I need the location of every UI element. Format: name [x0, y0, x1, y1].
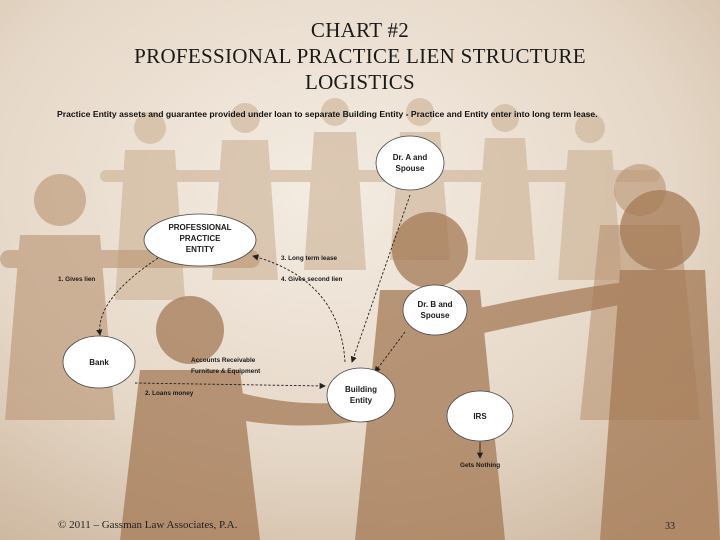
edge-dr-b-to-building	[374, 331, 406, 373]
node-dr-b: Dr. B and Spouse	[402, 284, 468, 336]
node-dr-b-line-1: Dr. B and	[417, 300, 452, 309]
node-building-line-1: Building	[345, 385, 377, 394]
label-gets-nothing: Gets Nothing	[460, 462, 500, 469]
node-irs-label: IRS	[473, 412, 487, 421]
node-dr-a: Dr. A and Spouse	[375, 135, 445, 191]
label-accounts-receivable: Accounts Receivable	[191, 357, 256, 364]
diagram-description: Practice Entity assets and guarantee pro…	[57, 109, 598, 119]
label-furniture-equipment: Furniture & Equipment	[191, 368, 261, 375]
edge-building-to-practice	[252, 254, 346, 363]
label-long-term-lease: 3. Long term lease	[281, 255, 338, 262]
chart-title-line-2: PROFESSIONAL PRACTICE LIEN STRUCTURE	[134, 44, 586, 68]
page-number: 33	[665, 521, 675, 532]
node-building-entity: Building Entity	[326, 367, 396, 423]
node-building-line-2: Entity	[350, 396, 373, 405]
node-practice-line-2: PRACTICE	[180, 234, 222, 243]
chart-title-line-3: LOGISTICS	[304, 70, 416, 94]
label-gives-second-lien: 4. Gives second lien	[281, 276, 343, 283]
node-irs: IRS	[446, 390, 514, 442]
node-practice-line-3: ENTITY	[186, 245, 215, 254]
edge-dr-a-to-building	[350, 194, 411, 363]
node-professional-practice: PROFESSIONAL PRACTICE ENTITY	[143, 213, 257, 267]
node-bank: Bank	[62, 335, 136, 389]
label-loans-money: 2. Loans money	[145, 390, 194, 397]
chart-title-line-1: CHART #2	[310, 18, 410, 42]
edge-practice-to-bank	[96, 257, 159, 336]
node-dr-a-line-2: Spouse	[396, 164, 425, 173]
label-gives-lien: 1. Gives lien	[58, 276, 95, 283]
node-dr-a-line-1: Dr. A and	[393, 153, 428, 162]
copyright-footer: © 2011 – Gassman Law Associates, P.A.	[58, 519, 238, 531]
node-practice-line-1: PROFESSIONAL	[168, 223, 231, 232]
edge-bank-to-building	[134, 382, 326, 390]
node-bank-label: Bank	[89, 358, 109, 367]
diagram-edges	[96, 194, 484, 459]
node-dr-b-line-2: Spouse	[421, 311, 450, 320]
